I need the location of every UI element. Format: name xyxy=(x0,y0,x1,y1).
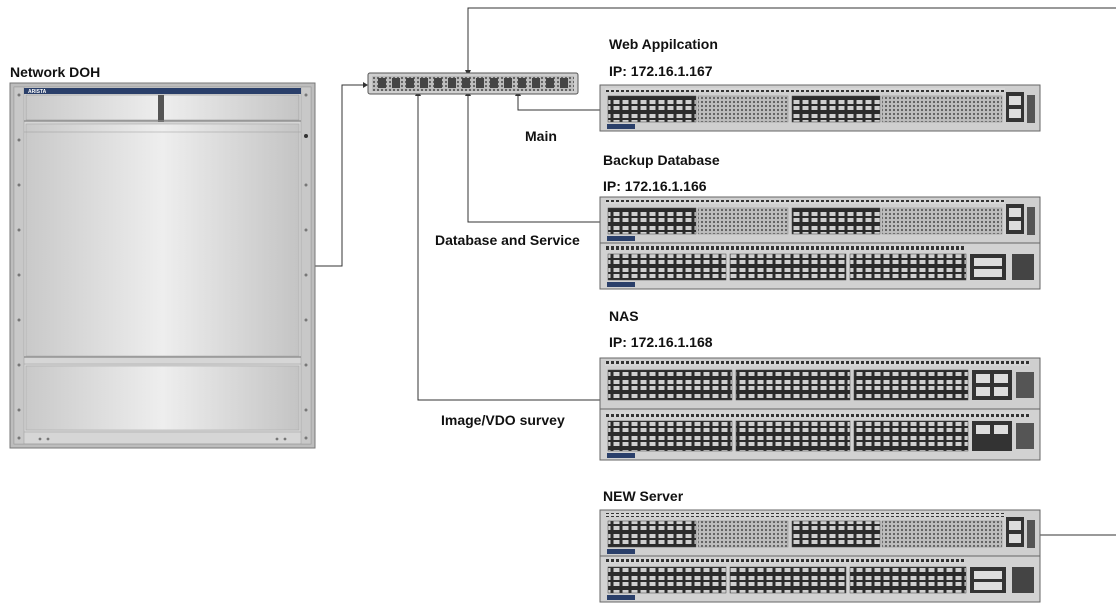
backup-db-ip: IP: 172.16.1.166 xyxy=(603,178,707,194)
nas-name: NAS xyxy=(609,308,639,324)
link-core-to-hub xyxy=(315,84,363,267)
hub-patch-panel xyxy=(367,72,579,95)
main-link-label: Main xyxy=(525,128,557,144)
link-main xyxy=(517,96,600,111)
new-server-name: NEW Server xyxy=(603,488,684,504)
nas-server xyxy=(599,357,1041,461)
web-app-server xyxy=(599,84,1041,132)
link-image-vdo xyxy=(417,96,600,401)
core-brand-label: ARISTA xyxy=(28,89,47,95)
arrow-hub-in xyxy=(363,82,368,88)
web-app-ip: IP: 172.16.1.167 xyxy=(609,63,713,79)
core-switch-chassis: ARISTA xyxy=(9,82,316,449)
image-vdo-link-label: Image/VDO survey xyxy=(441,412,565,428)
database-service-link-label: Database and Service xyxy=(435,232,580,248)
new-server xyxy=(599,509,1041,603)
web-app-name: Web Appilcation xyxy=(609,36,718,52)
link-top-loop xyxy=(467,7,1116,70)
backup-db-server xyxy=(599,196,1041,290)
backup-db-name: Backup Database xyxy=(603,152,720,168)
link-database-service xyxy=(467,96,600,223)
connection-lines xyxy=(315,7,1116,536)
nas-ip: IP: 172.16.1.168 xyxy=(609,334,713,350)
core-switch-title: Network DOH xyxy=(10,64,101,80)
